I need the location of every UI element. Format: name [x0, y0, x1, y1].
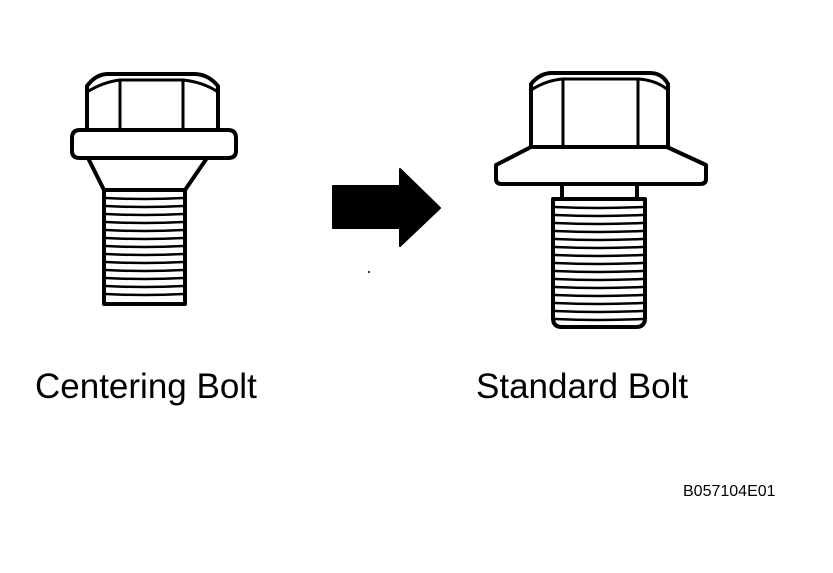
stray-dot	[368, 271, 370, 273]
thread-ridge	[554, 245, 644, 250]
standard-bolt-threads	[551, 197, 647, 329]
thread-ridge	[554, 293, 644, 298]
right-arrow-icon	[332, 168, 441, 247]
thread-ridge	[554, 309, 644, 314]
thread-ridge	[554, 261, 644, 266]
thread-ridge	[105, 196, 184, 201]
centering-bolt-threads	[102, 188, 187, 306]
thread-ridge	[554, 205, 644, 210]
thread-ridge	[554, 301, 644, 306]
thread-ridge	[105, 260, 184, 265]
thread-ridge	[105, 268, 184, 273]
thread-ridge	[554, 317, 644, 322]
thread-ridge	[105, 212, 184, 217]
standard-bolt	[494, 71, 708, 329]
thread-ridge	[554, 221, 644, 226]
thread-ridge	[105, 228, 184, 233]
thread-ridge	[105, 284, 184, 289]
thread-ridge	[105, 236, 184, 241]
thread-ridge	[105, 204, 184, 209]
thread-ridge	[105, 252, 184, 257]
thread-ridge	[554, 285, 644, 290]
thread-ridge	[105, 244, 184, 249]
thread-ridge	[105, 292, 184, 297]
centering-bolt	[70, 72, 238, 306]
centering-bolt-flange	[70, 128, 238, 160]
thread-ridge	[554, 277, 644, 282]
thread-ridge	[554, 269, 644, 274]
centering-bolt-taper	[86, 156, 209, 192]
thread-ridge	[554, 229, 644, 234]
centering-bolt-label: Centering Bolt	[35, 367, 257, 406]
thread-ridge	[105, 276, 184, 281]
centering-bolt-hex-head	[85, 72, 220, 132]
thread-ridge	[105, 220, 184, 225]
thread-ridge	[554, 237, 644, 242]
standard-bolt-label: Standard Bolt	[476, 367, 689, 406]
thread-ridge	[554, 213, 644, 218]
figure-code: B057104E01	[683, 483, 776, 500]
thread-ridge	[554, 253, 644, 258]
standard-bolt-hex-head	[529, 71, 670, 149]
standard-bolt-flange	[494, 145, 708, 186]
